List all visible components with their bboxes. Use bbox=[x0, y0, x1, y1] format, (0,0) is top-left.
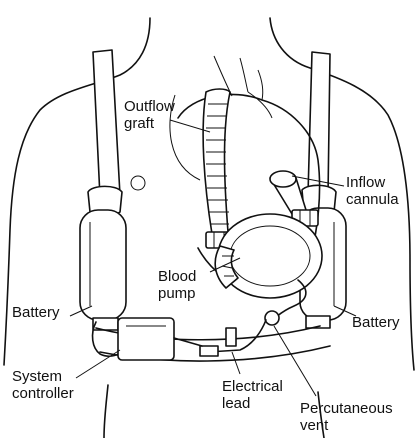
nipple-left bbox=[131, 176, 145, 190]
label-inflow-cannula-line1: Inflow bbox=[346, 174, 399, 191]
leader-system-controller bbox=[76, 350, 120, 378]
label-system-controller: System controller bbox=[12, 368, 74, 402]
electrical-lead bbox=[200, 320, 266, 356]
blood-pump bbox=[215, 214, 322, 298]
label-electrical-lead-line2: lead bbox=[222, 395, 283, 412]
label-inflow-cannula: Inflow cannula bbox=[346, 174, 399, 208]
leader-electrical-lead bbox=[232, 352, 240, 374]
label-outflow-graft-line1: Outflow bbox=[124, 98, 175, 115]
label-blood-pump-line2: pump bbox=[158, 285, 196, 302]
label-percutaneous-vent-line2: vent bbox=[300, 417, 393, 434]
label-blood-pump: Blood pump bbox=[158, 268, 196, 302]
label-electrical-lead-line1: Electrical bbox=[222, 378, 283, 395]
label-inflow-cannula-line2: cannula bbox=[346, 191, 399, 208]
label-battery-right: Battery bbox=[352, 314, 400, 331]
label-system-controller-line1: System bbox=[12, 368, 74, 385]
label-battery-left: Battery bbox=[12, 304, 60, 321]
outflow-graft bbox=[203, 89, 232, 248]
label-system-controller-line2: controller bbox=[12, 385, 74, 402]
label-percutaneous-vent: Percutaneous vent bbox=[300, 400, 393, 434]
label-percutaneous-vent-line1: Percutaneous bbox=[300, 400, 393, 417]
label-outflow-graft-line2: graft bbox=[124, 115, 175, 132]
battery-left-shape bbox=[80, 210, 126, 320]
left-harness bbox=[80, 50, 126, 330]
label-outflow-graft: Outflow graft bbox=[124, 98, 175, 132]
label-blood-pump-line1: Blood bbox=[158, 268, 196, 285]
label-electrical-lead: Electrical lead bbox=[222, 378, 283, 412]
